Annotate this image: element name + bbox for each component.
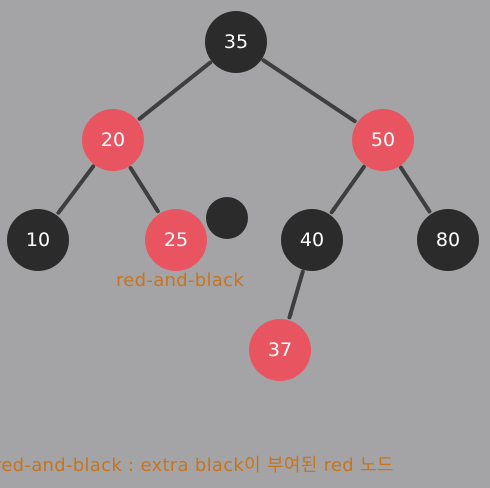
tree-node-35: 35 <box>205 11 267 73</box>
tree-node-10: 10 <box>7 209 69 271</box>
node-circle-50 <box>352 109 414 171</box>
node-circle-40 <box>281 209 343 271</box>
tree-node-20: 20 <box>82 109 144 171</box>
edge-40-37 <box>287 269 305 320</box>
node-circle-35 <box>205 11 267 73</box>
red-and-black-label: red-and-black <box>116 270 245 291</box>
extra-black-marker <box>206 197 248 239</box>
node-label-80: 80 <box>436 229 460 251</box>
nodes-layer: 35 20 50 10 25 40 80 37 <box>7 11 479 381</box>
edge-35-50 <box>261 58 357 124</box>
edge-35-20 <box>137 60 213 121</box>
tree-node-40: 40 <box>281 209 343 271</box>
edge-20-10 <box>56 164 96 215</box>
tree-node-37: 37 <box>249 319 311 381</box>
tree-node-80: 80 <box>417 209 479 271</box>
tree-node-25: 25 <box>145 209 207 271</box>
node-label-37: 37 <box>268 339 292 361</box>
node-circle-10 <box>7 209 69 271</box>
node-circle-20 <box>82 109 144 171</box>
node-label-20: 20 <box>101 129 125 151</box>
edge-20-25 <box>128 165 160 214</box>
node-circle-25 <box>145 209 207 271</box>
node-circle-80 <box>417 209 479 271</box>
node-label-40: 40 <box>300 229 324 251</box>
node-label-25: 25 <box>164 229 188 251</box>
node-label-35: 35 <box>224 31 248 53</box>
caption: red-and-black : extra black이 부여된 red 노드 <box>0 455 394 476</box>
node-label-50: 50 <box>371 129 395 151</box>
node-label-10: 10 <box>26 229 50 251</box>
edges-layer <box>56 58 432 320</box>
edge-50-40 <box>329 164 366 215</box>
edge-50-80 <box>398 165 432 214</box>
node-circle-37 <box>249 319 311 381</box>
tree-node-50: 50 <box>352 109 414 171</box>
